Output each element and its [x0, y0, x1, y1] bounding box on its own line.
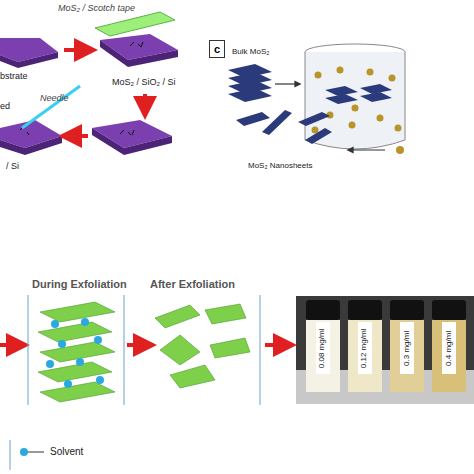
annotation-label: ed: [0, 102, 10, 112]
legend-line: [28, 452, 44, 453]
annotation-label: During Exfoliation: [32, 278, 127, 290]
annotation-label: MoS₂ Nanosheets: [248, 162, 312, 171]
nanosheets: [236, 110, 332, 144]
process-arrow: [64, 48, 86, 52]
exfoliated-sheets: [155, 304, 250, 388]
flakes: [20, 42, 143, 135]
annotation-label: bstrate: [0, 72, 28, 82]
annotation-label: MoS₂ / SiO₂ / Si: [112, 78, 176, 88]
annotation-label: After Exfoliation: [150, 278, 235, 290]
substrate-slabs: [0, 34, 178, 155]
exfoliating-layers: [38, 302, 115, 402]
vial-label: 0.4 mg/ml: [445, 330, 454, 365]
scotch-tape: [95, 12, 175, 36]
legend-text: Solvent: [50, 446, 83, 457]
divider: [28, 295, 29, 405]
gold-ball: [396, 146, 404, 154]
vial-label: 0.08 mg/ml: [318, 328, 327, 368]
annotation-label: Needle: [40, 94, 69, 104]
legend-swatch: [20, 448, 28, 456]
panel-letter-box: c: [209, 40, 225, 58]
beaker: [305, 44, 405, 149]
process-arrow: [0, 343, 18, 347]
process-arrow: [127, 343, 145, 347]
vial-photo: [296, 296, 474, 404]
panel-letter: c: [214, 43, 220, 55]
vial-label: 0.12 mg/ml: [360, 328, 369, 368]
divider: [124, 295, 125, 405]
bulk-stack: [228, 64, 272, 102]
divider: [10, 440, 11, 470]
divider: [260, 295, 261, 405]
process-arrow: [143, 94, 147, 108]
flow-arrow: [275, 83, 298, 84]
needle: [22, 86, 80, 128]
solvent-dots: [46, 318, 104, 388]
process-arrow: [70, 134, 88, 138]
process-arrow: [265, 343, 285, 347]
flow-arrow: [350, 149, 385, 150]
annotation-label: Bulk MoS₂: [232, 48, 269, 57]
annotation-label: / Si: [6, 162, 19, 172]
annotation-label: MoS₂ / Scotch tape: [58, 4, 135, 14]
vial-label: 0.3 mg/ml: [403, 330, 412, 365]
